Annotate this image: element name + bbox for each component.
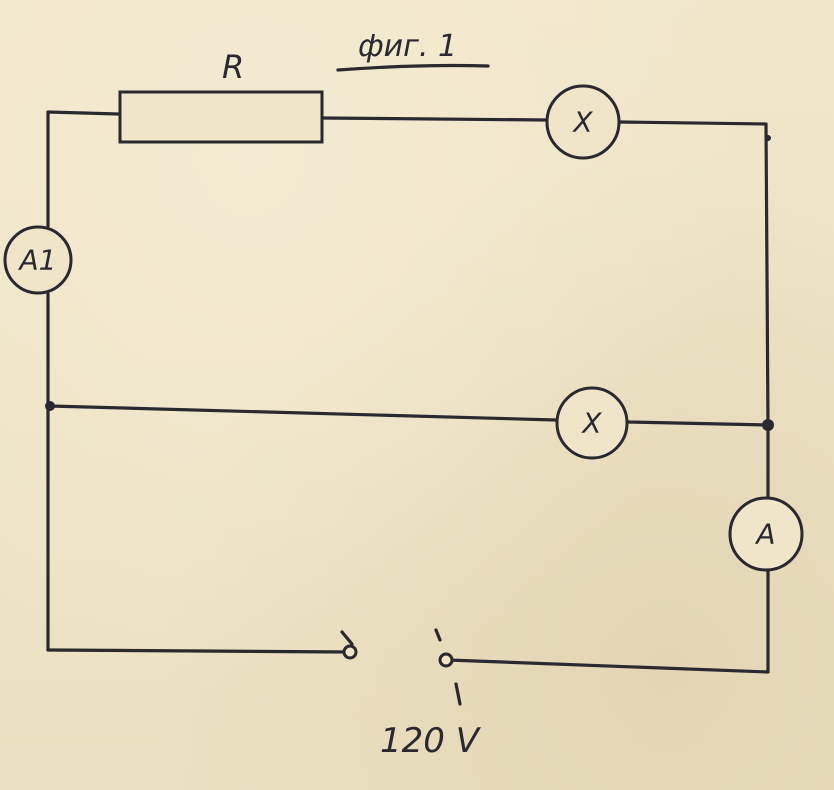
wire-right-lower: [446, 568, 770, 674]
source-terminal-left: [342, 644, 358, 660]
wire-top-left: [46, 110, 120, 120]
source-terminal-right-mark: [434, 628, 442, 642]
wire-bottom-left: [46, 648, 350, 654]
lamp-middle: [555, 386, 629, 460]
wire-middle-right: [626, 420, 770, 427]
lamp-top-label: X: [571, 106, 593, 139]
figure-title: фиг. 1: [358, 29, 457, 64]
resistor-label: R: [222, 48, 244, 86]
lamp-middle-label: X: [580, 407, 602, 440]
lamp-top: [545, 84, 621, 160]
wire-resistor-to-lamp: [320, 116, 548, 122]
ammeter-a1: [3, 225, 73, 295]
wire-middle-left: [48, 404, 558, 422]
ammeter-a: [728, 496, 804, 572]
wire-top-right: [618, 120, 770, 427]
source-voltage-label: 120 V: [380, 721, 482, 761]
corner-mark: [765, 135, 771, 141]
resistor: [118, 90, 324, 144]
ammeter-a-label: A: [754, 518, 775, 551]
figure-title-underline: [336, 63, 490, 72]
ammeter-a1-label: A1: [18, 244, 57, 277]
source-terminal-left-mark: [340, 630, 354, 646]
junction-left: [45, 401, 55, 411]
source-label-tick: [454, 682, 462, 706]
source-terminal-right: [438, 652, 454, 668]
